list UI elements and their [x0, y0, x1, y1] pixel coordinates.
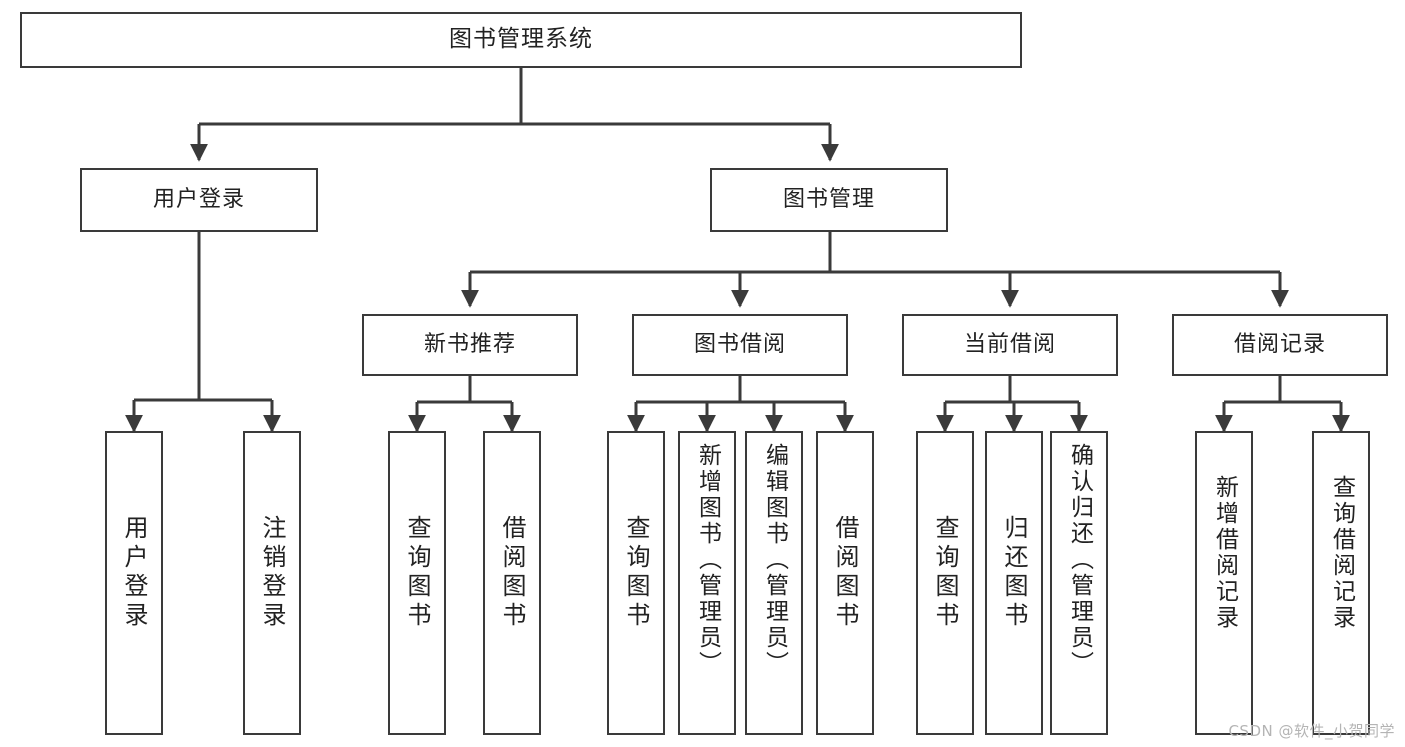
node-leaf-add-book-label: 新增图书（管理员）: [694, 443, 721, 677]
node-leaf-user-login-label: 用户登录: [120, 515, 148, 631]
node-leaf-user-login[interactable]: 用户登录: [105, 431, 163, 735]
node-leaf-query-book-3-label: 查询图书: [931, 515, 959, 631]
node-leaf-return-book-label: 归还图书: [1000, 515, 1028, 631]
node-leaf-logout[interactable]: 注销登录: [243, 431, 301, 735]
node-leaf-logout-label: 注销登录: [258, 515, 286, 631]
node-leaf-confirm-return[interactable]: 确认归还（管理员）: [1050, 431, 1108, 735]
node-book-borrow[interactable]: 图书借阅: [632, 314, 848, 376]
node-current-borrow-label: 当前借阅: [963, 332, 1056, 358]
node-borrow-record-label: 借阅记录: [1233, 332, 1326, 358]
node-leaf-query-book-2[interactable]: 查询图书: [607, 431, 665, 735]
watermark: CSDN @软件_小贺同学: [1228, 722, 1395, 740]
node-current-borrow[interactable]: 当前借阅: [902, 314, 1118, 376]
node-new-book-recommend[interactable]: 新书推荐: [362, 314, 578, 376]
node-leaf-query-book-1-label: 查询图书: [403, 515, 431, 631]
node-leaf-return-book[interactable]: 归还图书: [985, 431, 1043, 735]
node-book-manage-label: 图书管理: [782, 187, 875, 213]
node-book-borrow-label: 图书借阅: [693, 332, 786, 358]
node-leaf-borrow-book-1[interactable]: 借阅图书: [483, 431, 541, 735]
node-leaf-add-record-label: 新增借阅记录: [1211, 475, 1238, 631]
node-new-book-recommend-label: 新书推荐: [423, 332, 516, 358]
node-leaf-query-book-2-label: 查询图书: [622, 515, 650, 631]
node-user-login-label: 用户登录: [152, 187, 245, 213]
node-leaf-add-record[interactable]: 新增借阅记录: [1195, 431, 1253, 735]
node-leaf-query-book-3[interactable]: 查询图书: [916, 431, 974, 735]
node-root[interactable]: 图书管理系统: [20, 12, 1022, 68]
node-borrow-record[interactable]: 借阅记录: [1172, 314, 1388, 376]
node-leaf-borrow-book-2[interactable]: 借阅图书: [816, 431, 874, 735]
node-leaf-query-record-label: 查询借阅记录: [1328, 475, 1355, 631]
node-leaf-query-book-1[interactable]: 查询图书: [388, 431, 446, 735]
node-leaf-confirm-return-label: 确认归还（管理员）: [1066, 443, 1093, 677]
node-root-label: 图书管理系统: [449, 26, 593, 53]
node-leaf-edit-book[interactable]: 编辑图书（管理员）: [745, 431, 803, 735]
node-user-login[interactable]: 用户登录: [80, 168, 318, 232]
node-leaf-edit-book-label: 编辑图书（管理员）: [761, 443, 788, 677]
node-leaf-add-book[interactable]: 新增图书（管理员）: [678, 431, 736, 735]
node-leaf-borrow-book-2-label: 借阅图书: [831, 515, 859, 631]
node-leaf-query-record[interactable]: 查询借阅记录: [1312, 431, 1370, 735]
node-leaf-borrow-book-1-label: 借阅图书: [498, 515, 526, 631]
node-book-manage[interactable]: 图书管理: [710, 168, 948, 232]
